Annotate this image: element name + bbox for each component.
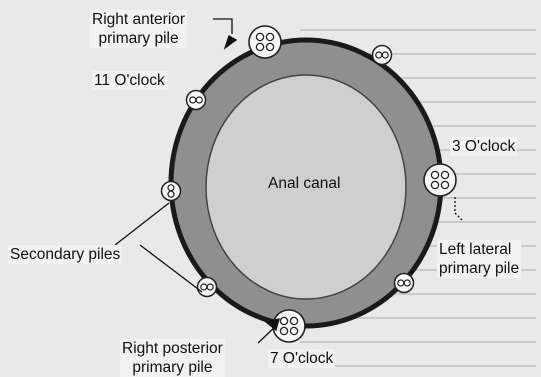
label-right-anterior-pile: Right anterior primary pile bbox=[90, 10, 187, 48]
label-right-posterior-line1: Right posterior bbox=[122, 340, 223, 357]
label-right-posterior-pile: Right posterior primary pile bbox=[120, 339, 225, 377]
pile-right-posterior bbox=[273, 310, 305, 342]
secondary-pile-left bbox=[162, 182, 181, 201]
secondary-pile-upper-left bbox=[187, 91, 206, 110]
label-right-anterior-line1: Right anterior bbox=[92, 11, 185, 28]
label-anal-canal: Anal canal bbox=[266, 174, 342, 193]
label-right-anterior-line2: primary pile bbox=[98, 30, 178, 47]
secondary-pile-lower-left bbox=[198, 278, 217, 297]
pile-right-anterior bbox=[249, 26, 281, 58]
label-3-oclock: 3 O'clock bbox=[450, 137, 517, 156]
secondary-pile-lower-right bbox=[395, 274, 414, 293]
label-left-lateral-line1: Left lateral bbox=[439, 241, 511, 258]
label-left-lateral-line2: primary pile bbox=[439, 260, 519, 277]
label-secondary-piles: Secondary piles bbox=[8, 245, 122, 264]
label-7-oclock: 7 O'clock bbox=[268, 349, 335, 368]
label-right-posterior-line2: primary pile bbox=[132, 359, 212, 376]
label-left-lateral-pile: Left lateral primary pile bbox=[437, 240, 521, 278]
pile-left-lateral bbox=[424, 164, 456, 196]
secondary-pile-upper-right bbox=[373, 46, 392, 65]
label-11-oclock: 11 O'clock bbox=[92, 71, 167, 90]
